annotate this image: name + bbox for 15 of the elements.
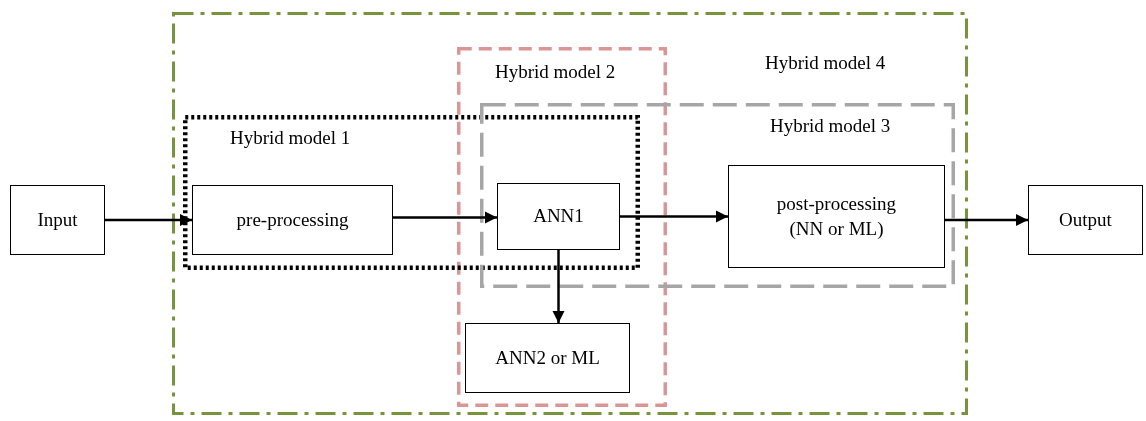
process-box: ANN2 or ML [465,323,630,393]
group-title: Hybrid model 4 [765,52,886,74]
process-box: pre-processing [192,185,393,255]
group-title: Hybrid model 2 [495,61,616,83]
arrow [393,211,497,224]
group-title: Hybrid model 1 [230,127,351,149]
group-title: Hybrid model 3 [770,115,891,137]
process-box: Input [10,185,105,255]
process-box: post-processing (NN or ML) [728,165,945,268]
process-box: Output [1028,185,1143,255]
arrow [105,213,192,227]
arrow [552,250,565,323]
process-box: ANN1 [497,183,620,250]
arrow [945,213,1028,227]
arrow [620,210,728,223]
